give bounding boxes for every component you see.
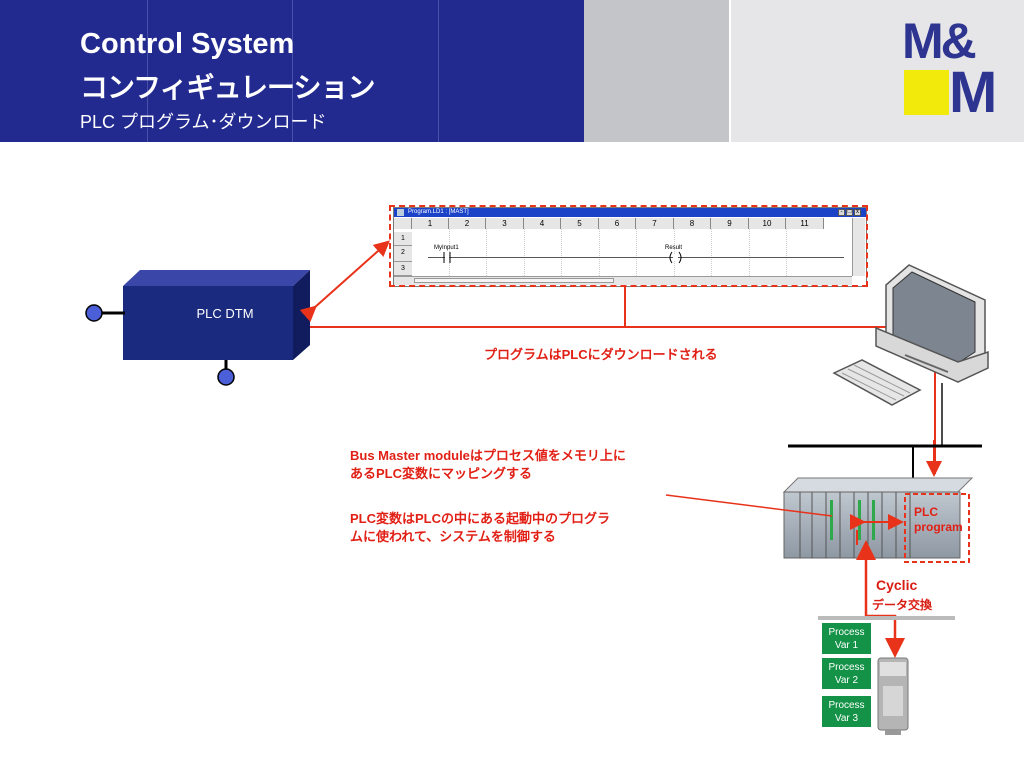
header-grey-band [584, 0, 729, 142]
grid-line [636, 229, 637, 284]
ladder-symbols [443, 251, 682, 264]
process-var-line1: Process [828, 626, 865, 638]
column-header[interactable]: 11 [786, 218, 824, 229]
column-header[interactable]: 7 [636, 218, 674, 229]
slide-title-japanese: コンフィギュレーション [80, 72, 375, 103]
network-bus [788, 444, 982, 478]
note-line: Bus Master moduleはプロセス値をメモリ上に [350, 448, 626, 463]
column-header[interactable]: 6 [599, 218, 636, 229]
editor-title: Program.LD1 : [MAST] [408, 209, 469, 215]
grid-line [599, 229, 600, 284]
column-header[interactable]: 4 [524, 218, 561, 229]
process-var-box: Process Var 2 [822, 658, 871, 689]
window-app-icon [397, 209, 404, 216]
close-icon[interactable]: x [854, 209, 861, 216]
plc-program-label: PLC program [914, 505, 963, 535]
coil-label[interactable]: Result [665, 245, 683, 251]
process-var-line2: Var 1 [834, 639, 859, 651]
column-header[interactable]: 5 [561, 218, 599, 229]
header-divider [292, 0, 293, 142]
plc-program-line2: program [914, 520, 963, 534]
sensor-icon [877, 657, 909, 735]
process-var-line1: Process [828, 661, 865, 673]
logo-text-top: M& [902, 13, 977, 69]
process-var-line2: Var 2 [834, 674, 859, 686]
plc-program-line1: PLC [914, 505, 938, 519]
ladder-editor-window[interactable]: Program.LD1 : [MAST] - □ x 1 2 3 4 5 6 7… [393, 207, 867, 287]
slide-title: Control System [80, 28, 295, 60]
data-exchange-label: データ交換 [872, 598, 933, 612]
corner-header [394, 218, 412, 229]
ladder-rung [428, 257, 844, 258]
process-var-box: Process Var 1 [822, 623, 871, 654]
slide-subtitle: PLC プログラム･ダウンロード [80, 112, 327, 132]
process-var-box: Process Var 3 [822, 696, 871, 727]
column-header[interactable]: 1 [412, 218, 449, 229]
editor-title-bar[interactable]: Program.LD1 : [MAST] - □ x [394, 208, 866, 217]
download-caption: プログラムはPLCにダウンロードされる [484, 347, 718, 362]
header-light-band [731, 0, 1024, 142]
computer-icon [832, 264, 989, 446]
logo-yellow-square [904, 70, 949, 115]
cyclic-label: Cyclic [876, 577, 918, 593]
vertical-scrollbar[interactable] [852, 218, 865, 276]
row-header[interactable]: 3 [394, 262, 412, 276]
column-header[interactable]: 2 [449, 218, 486, 229]
grid-line [749, 229, 750, 284]
note-line: ムに使われて、システムを制御する [350, 529, 556, 544]
process-var-line1: Process [828, 699, 865, 711]
note-line: PLC変数はPLCの中にある起動中のプログラ [350, 511, 611, 526]
contact-label[interactable]: MyInput1 [434, 245, 459, 251]
slide-header: Control System コンフィギュレーション PLC プログラム･ダウン… [0, 0, 1024, 142]
grid-line [561, 229, 562, 284]
column-header[interactable]: 9 [711, 218, 749, 229]
grid-line [486, 229, 487, 284]
row-header[interactable]: 1 [394, 232, 412, 246]
grid-line [786, 229, 787, 284]
horizontal-scrollbar[interactable] [394, 276, 852, 285]
grid-line [711, 229, 712, 284]
header-divider [438, 0, 439, 142]
column-header[interactable]: 3 [486, 218, 524, 229]
logo-text-bottom: M [949, 60, 998, 125]
grid-line [524, 229, 525, 284]
process-var-line2: Var 3 [834, 712, 859, 724]
header-divider [147, 0, 148, 142]
plc-dtm-box [85, 270, 310, 386]
column-header[interactable]: 8 [674, 218, 711, 229]
column-header[interactable]: 10 [749, 218, 786, 229]
editor-highlight-frame [389, 205, 868, 287]
maximize-icon[interactable]: □ [846, 209, 853, 216]
note-line: あるPLC変数にマッピングする [350, 466, 533, 481]
scrollbar-thumb[interactable] [414, 278, 614, 283]
note-pointer [665, 494, 833, 517]
row-header[interactable]: 2 [394, 246, 412, 262]
plc-dtm-label: PLC DTM [196, 306, 254, 321]
minimize-icon[interactable]: - [838, 209, 845, 216]
